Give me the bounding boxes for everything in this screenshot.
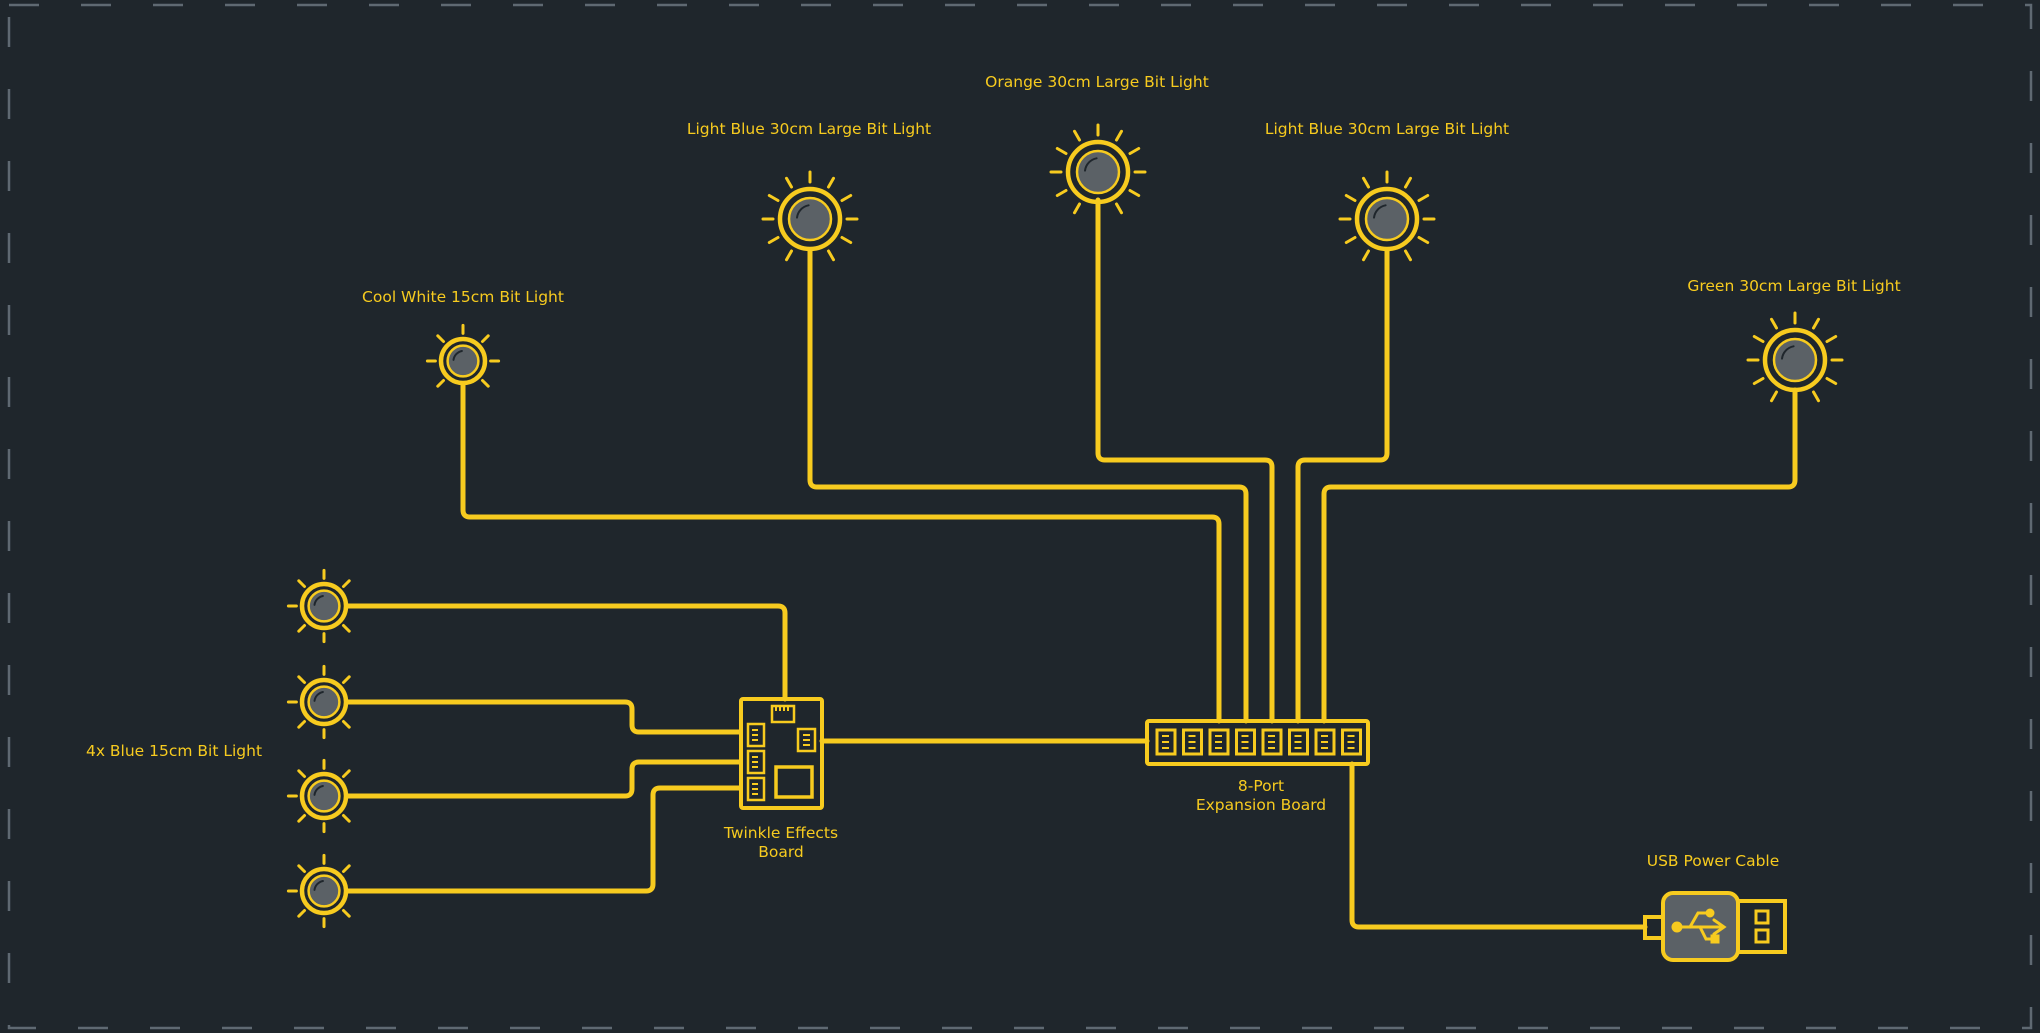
bulb-green-icon[interactable] — [1746, 311, 1844, 409]
wire-expansion-to-usb — [1349, 761, 1648, 930]
bulbs — [286, 123, 1844, 929]
expansion-port — [1235, 728, 1256, 756]
expansion-port — [1288, 728, 1309, 756]
bulb-cool-white-icon[interactable] — [425, 323, 501, 399]
label-twinkle-line2: Board — [758, 843, 804, 861]
label-blue-group: 4x Blue 15cm Bit Light — [86, 742, 262, 760]
bulb-blue-3-icon[interactable] — [286, 758, 362, 834]
wire-light-blue-right — [1295, 247, 1390, 724]
usb-plug-icon[interactable] — [1643, 891, 1787, 962]
expansion-port-pins — [1241, 735, 1249, 749]
expansion-board-icon[interactable] — [1145, 719, 1370, 766]
wire-blue-2 — [345, 699, 743, 735]
expansion-port — [1182, 728, 1203, 756]
label-light-blue-left: Light Blue 30cm Large Bit Light — [687, 120, 931, 138]
wire-orange — [1095, 197, 1275, 724]
expansion-port-pins — [1294, 735, 1302, 749]
bulb-light-blue-right-icon[interactable] — [1338, 170, 1436, 268]
expansion-port — [1341, 728, 1362, 756]
label-green: Green 30cm Large Bit Light — [1687, 277, 1900, 295]
wire-blue-4 — [345, 785, 743, 894]
label-light-blue-right: Light Blue 30cm Large Bit Light — [1265, 120, 1509, 138]
expansion-port-pins — [1162, 735, 1169, 749]
usb-symbol-icon — [1671, 908, 1727, 944]
label-usb: USB Power Cable — [1647, 852, 1780, 870]
expansion-port — [1155, 728, 1177, 756]
bulb-blue-2-icon[interactable] — [286, 664, 362, 740]
bulb-blue-1-icon[interactable] — [286, 568, 362, 644]
twinkle-effects-board-icon[interactable] — [739, 697, 824, 810]
wire-light-blue-left — [807, 247, 1249, 724]
bulb-light-blue-left-icon[interactable] — [761, 170, 859, 268]
label-orange: Orange 30cm Large Bit Light — [985, 73, 1209, 91]
expansion-port-pins — [1347, 735, 1355, 749]
expansion-port-pins — [1215, 735, 1222, 749]
label-expansion-line1: 8-Port — [1238, 777, 1284, 795]
wire-cool-white — [460, 382, 1222, 724]
wire-green — [1321, 387, 1798, 724]
label-expansion-line2: Expansion Board — [1196, 796, 1326, 814]
expansion-port — [1261, 728, 1283, 756]
bulb-blue-4-icon[interactable] — [286, 853, 362, 929]
expansion-port-pins — [1321, 735, 1328, 749]
diagram-border — [7, 3, 2033, 1030]
bulb-orange-icon[interactable] — [1049, 123, 1147, 221]
expansion-port — [1314, 728, 1336, 756]
wire-blue-1 — [345, 603, 788, 702]
expansion-port — [1208, 728, 1230, 756]
label-twinkle-line1: Twinkle Effects — [723, 824, 838, 842]
wire-blue-3 — [345, 759, 743, 799]
wires — [345, 197, 1798, 930]
label-cool-white: Cool White 15cm Bit Light — [362, 288, 564, 306]
expansion-port-pins — [1268, 735, 1275, 749]
expansion-port-pins — [1188, 735, 1196, 749]
